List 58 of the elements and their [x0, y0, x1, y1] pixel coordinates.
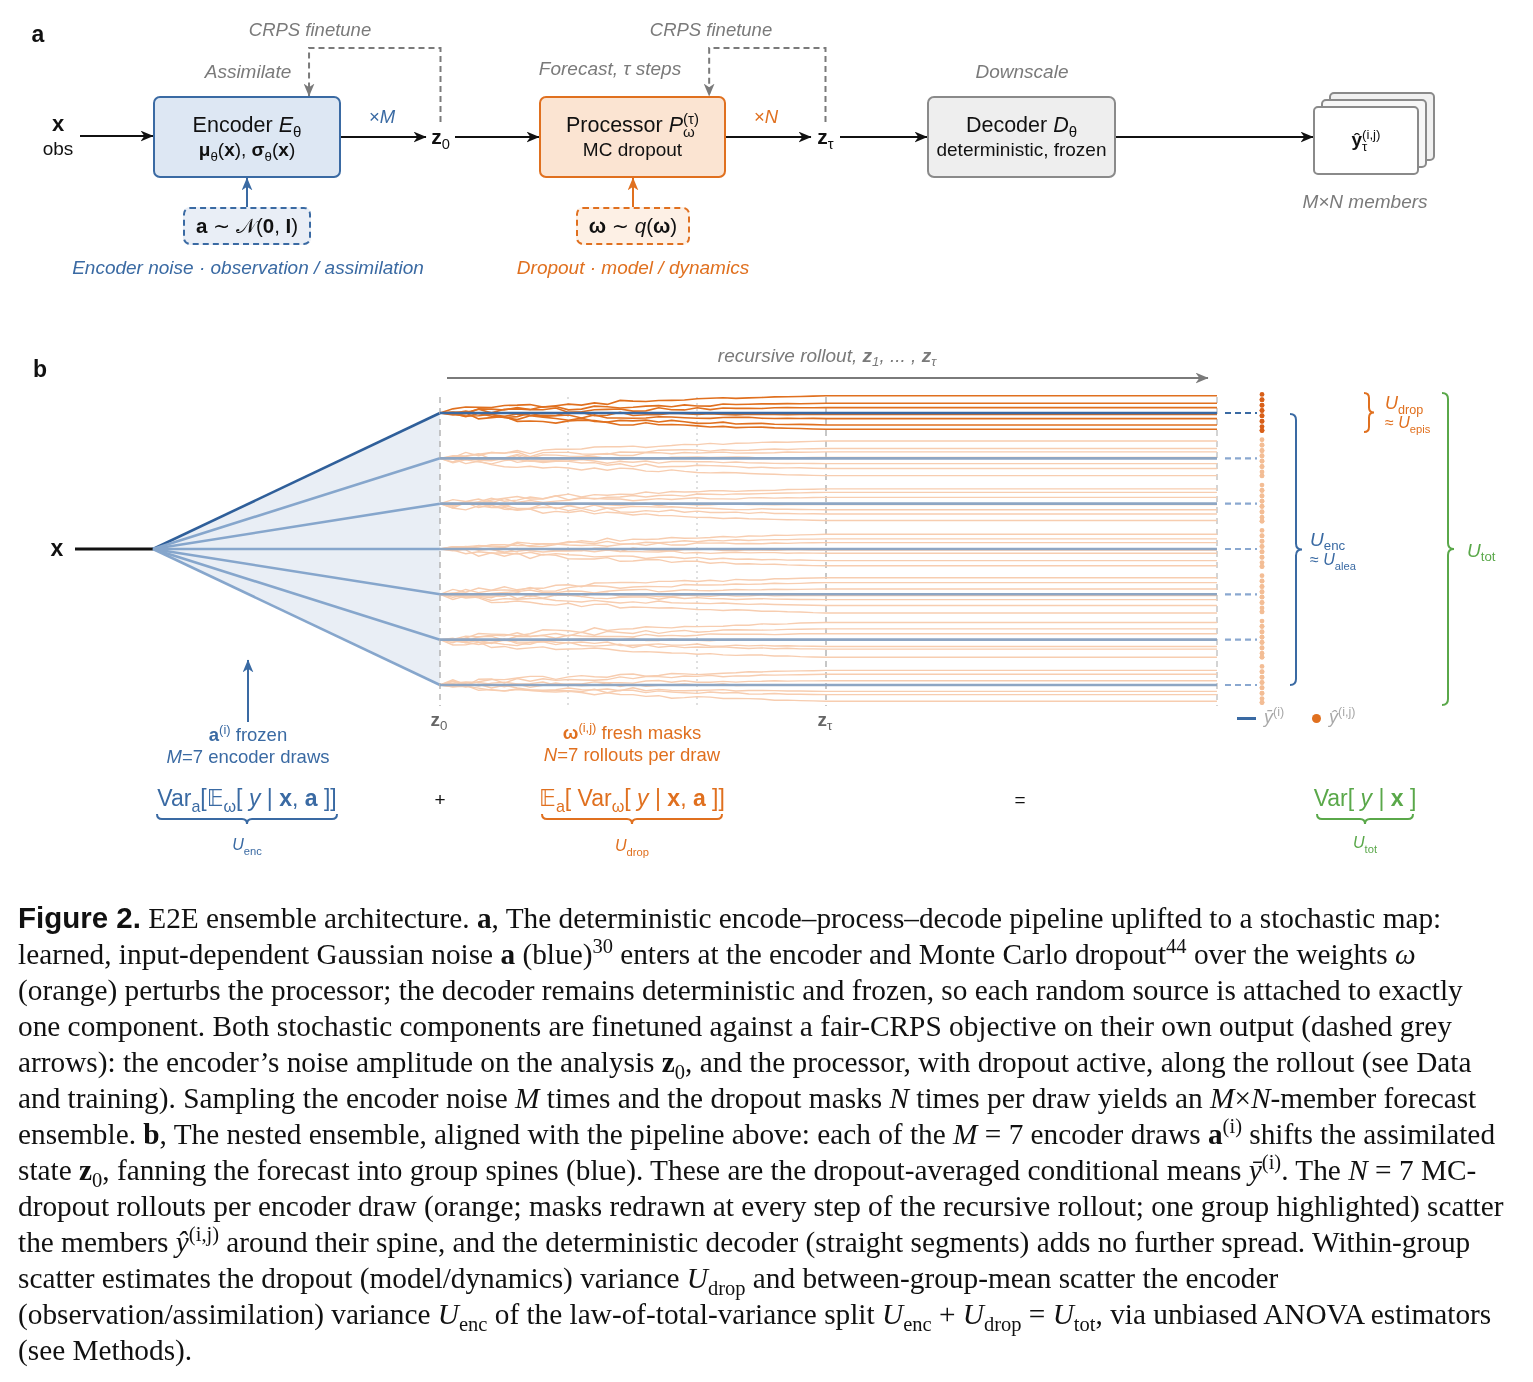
- decoder-box: [927, 96, 1116, 178]
- annotation-text: N=7 rollouts per draw: [543, 743, 721, 767]
- stage-label: Downscale: [975, 60, 1069, 84]
- distribution-text: ω ∼ q(ω): [588, 213, 678, 239]
- step-label: z$_{τ}$: [817, 708, 833, 732]
- arrow: [79, 130, 154, 142]
- arrow: [839, 131, 928, 143]
- panel-letter: a: [31, 21, 45, 49]
- arrow: [241, 177, 253, 208]
- term-label: U$_{enc}$: [232, 835, 262, 855]
- variance-term: Var$_{a}$[𝔼$_{ω}$[ y | x, a ]]: [157, 785, 337, 813]
- brace-label: U$_{tot}$: [1467, 539, 1496, 563]
- operator-symbol: +: [434, 788, 446, 812]
- operator-symbol: =: [1014, 788, 1026, 812]
- annotation-text: ω$^{(i,j)}$ fresh masks: [562, 721, 702, 745]
- component-name: Encoder E$_{θ}$: [192, 112, 302, 139]
- arrow: [1115, 131, 1314, 143]
- state-symbol: z$_{τ}$: [817, 124, 834, 150]
- output-card-stack: [1313, 92, 1435, 175]
- arrow: [242, 659, 254, 723]
- annotation-text: M=7 encoder draws: [166, 746, 330, 769]
- source-label: Dropout · model / dynamics: [516, 256, 750, 280]
- rollout-label: recursive rollout, z$_{1}$, ... , z$_{τ}$: [717, 344, 937, 368]
- arrow: [454, 131, 540, 143]
- processor-box: [539, 96, 726, 178]
- annotation-text: a$^{(i)}$ frozen: [208, 723, 288, 746]
- source-label: Encoder noise · observation / assimilation: [72, 256, 424, 280]
- component-name: Decoder D$_{θ}$: [965, 112, 1078, 139]
- noise-source-box: [576, 207, 690, 245]
- term-label: U$_{tot}$: [1353, 833, 1377, 853]
- legend-label: ŷ$^{(i,j)}$: [1329, 707, 1356, 729]
- component-detail: μ$_{θ}$(x), σ$_{θ}$(x): [198, 138, 296, 162]
- stage-label: Forecast, τ steps: [538, 57, 682, 81]
- step-label: z$_{0}$: [430, 708, 448, 732]
- feedback-arrow: [703, 47, 827, 123]
- figure-caption: Figure 2. E2E ensemble architecture. a, The deterministic encode–process–decode pipeline uplifted to a stochastic map: learned, input-dependent Gaussian noise a (blue)$^{30}$ enters at the encoder and Monte Carlo dropout$^{44}$ over the weights ω (orange) perturbs the processor; the decoder remains deterministic and frozen, so each random source is attached to exactly one component. Both stochastic components are finetuned against a fair-CRPS objective on their own output (dashed grey arrows): the encoder’s noise amplitude on the analysis z$_{0}$, and the processor, with dropout active, along the rollout (see Data and training). Sampling the encoder noise M times and the dropout masks N times per draw yields an M×N-member forecast ensemble. b, The nested ensemble, aligned with the pipeline above: each of the M = 7 encoder draws a$^{(i)}$ shifts the assimilated state z$_{0}$, fanning the forecast into group spines (blue). These are the dropout-averaged conditional means ȳ$^{(i)}$. The N = 7 MC-dropout rollouts per encoder draw (orange; masks redrawn at every step of the recursive rollout; one group highlighted) scatter the members ŷ$^{(i,j)}$ around their spine, and the deterministic decoder (straight segments) adds no further spread. Within-group scatter estimates the dropout (model/dynamics) variance U$_{drop}$ and between-group-mean scatter the encoder (observation/assimilation) variance U$_{enc}$ of the law-of-total-variance split U$_{enc}$ + U$_{drop}$ = U$_{tot}$, via unbiased ANOVA estimators (see Methods).: [18, 900, 1505, 1368]
- arrow: [627, 177, 639, 208]
- ensemble-size-label: M×N members: [1302, 190, 1428, 214]
- component-detail: deterministic, frozen: [936, 138, 1107, 162]
- term-label: U$_{drop}$: [615, 836, 649, 856]
- component-detail: MC dropout: [582, 138, 683, 162]
- arrow: [340, 131, 427, 143]
- input-symbol: x: [50, 535, 64, 563]
- variance-term: Var[ y | x ]: [1313, 785, 1417, 813]
- distribution-text: a ∼ 𝒩(0, I): [195, 213, 299, 239]
- brace-label: U$_{enc}$: [1310, 528, 1346, 552]
- input-label: obs: [42, 137, 74, 161]
- feedback-arrow: [303, 47, 442, 123]
- noise-source-box: [183, 207, 311, 245]
- variance-term: 𝔼$_{a}$[ Var$_{ω}$[ y | x, a ]]: [539, 785, 725, 813]
- legend-label: ȳ$^{(i)}$: [1264, 707, 1285, 729]
- stage-label: Assimilate: [204, 60, 292, 84]
- arrow: [725, 131, 812, 143]
- panel-letter: b: [32, 356, 48, 384]
- encoder-box: [153, 96, 341, 178]
- state-symbol: z$_{0}$: [431, 124, 450, 150]
- input-symbol: x: [51, 111, 65, 138]
- brace-label: ≈ U$_{alea}$: [1310, 550, 1356, 570]
